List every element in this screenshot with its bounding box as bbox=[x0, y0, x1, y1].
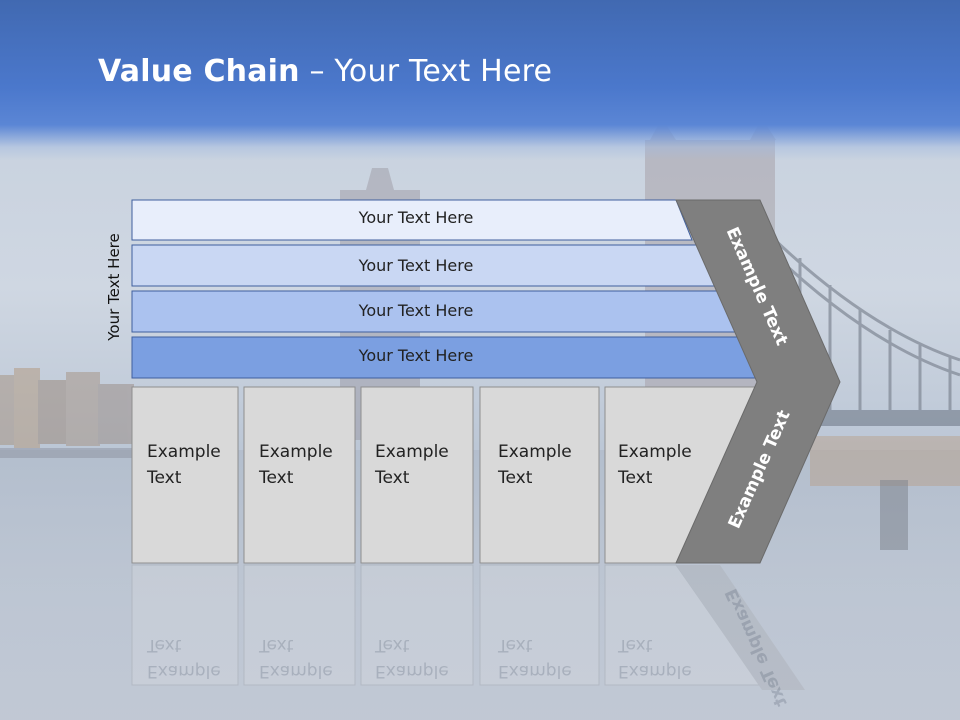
box-3-reflection: Example Text bbox=[375, 632, 449, 684]
box-4-reflection: Example Text bbox=[498, 632, 572, 684]
box-4-line2: Text bbox=[498, 468, 533, 488]
box-2-reflection-line1: Example bbox=[259, 661, 333, 681]
box-2-reflection: Example Text bbox=[259, 632, 333, 684]
box-5-line1: Example bbox=[618, 442, 692, 462]
header-band bbox=[0, 0, 960, 160]
title-rest: – Your Text Here bbox=[299, 54, 553, 89]
bar-2-label: Your Text Here bbox=[358, 256, 474, 275]
box-2-line2: Text bbox=[259, 468, 294, 488]
bar-1-label: Your Text Here bbox=[358, 208, 474, 227]
box-3-reflection-line1: Example bbox=[375, 661, 449, 681]
box-5-reflection-line2: Text bbox=[618, 635, 653, 655]
box-1-reflection-line2: Text bbox=[147, 635, 182, 655]
box-2-line1: Example bbox=[259, 442, 333, 462]
box-5-line2: Text bbox=[618, 468, 653, 488]
box-2-reflection-line2: Text bbox=[259, 635, 294, 655]
box-4-line1: Example bbox=[498, 442, 572, 462]
box-4-reflection-line1: Example bbox=[498, 661, 572, 681]
box-4-text: Example Text bbox=[498, 439, 572, 491]
box-1-reflection-line1: Example bbox=[147, 661, 221, 681]
box-2[interactable] bbox=[243, 386, 356, 564]
bar-3-label: Your Text Here bbox=[358, 301, 474, 320]
title-bold: Value Chain bbox=[98, 54, 300, 89]
box-2-text: Example Text bbox=[259, 439, 333, 491]
box-3[interactable] bbox=[360, 386, 474, 564]
box-1-reflection: Example Text bbox=[147, 632, 221, 684]
box-1-line1: Example bbox=[147, 442, 221, 462]
diagram-reflection bbox=[131, 564, 805, 690]
box-3-line1: Example bbox=[375, 442, 449, 462]
bar-4-label: Your Text Here bbox=[358, 346, 474, 365]
box-4[interactable] bbox=[479, 386, 600, 564]
page-title: Value Chain – Your Text Here bbox=[98, 54, 552, 89]
box-3-text: Example Text bbox=[375, 439, 449, 491]
box-3-reflection-line2: Text bbox=[375, 635, 410, 655]
box-3-line2: Text bbox=[375, 468, 410, 488]
box-5-reflection-line1: Example bbox=[618, 661, 692, 681]
side-label: Your Text Here bbox=[105, 233, 123, 341]
box-1-line2: Text bbox=[147, 468, 182, 488]
box-5-reflection: Example Text bbox=[618, 632, 692, 684]
bar-1[interactable] bbox=[131, 199, 693, 241]
box-1[interactable] bbox=[131, 386, 239, 564]
box-1-text: Example Text bbox=[147, 439, 221, 491]
box-5-text: Example Text bbox=[618, 439, 692, 491]
chevron-arrow[interactable] bbox=[675, 199, 841, 564]
box-4-reflection-line2: Text bbox=[498, 635, 533, 655]
